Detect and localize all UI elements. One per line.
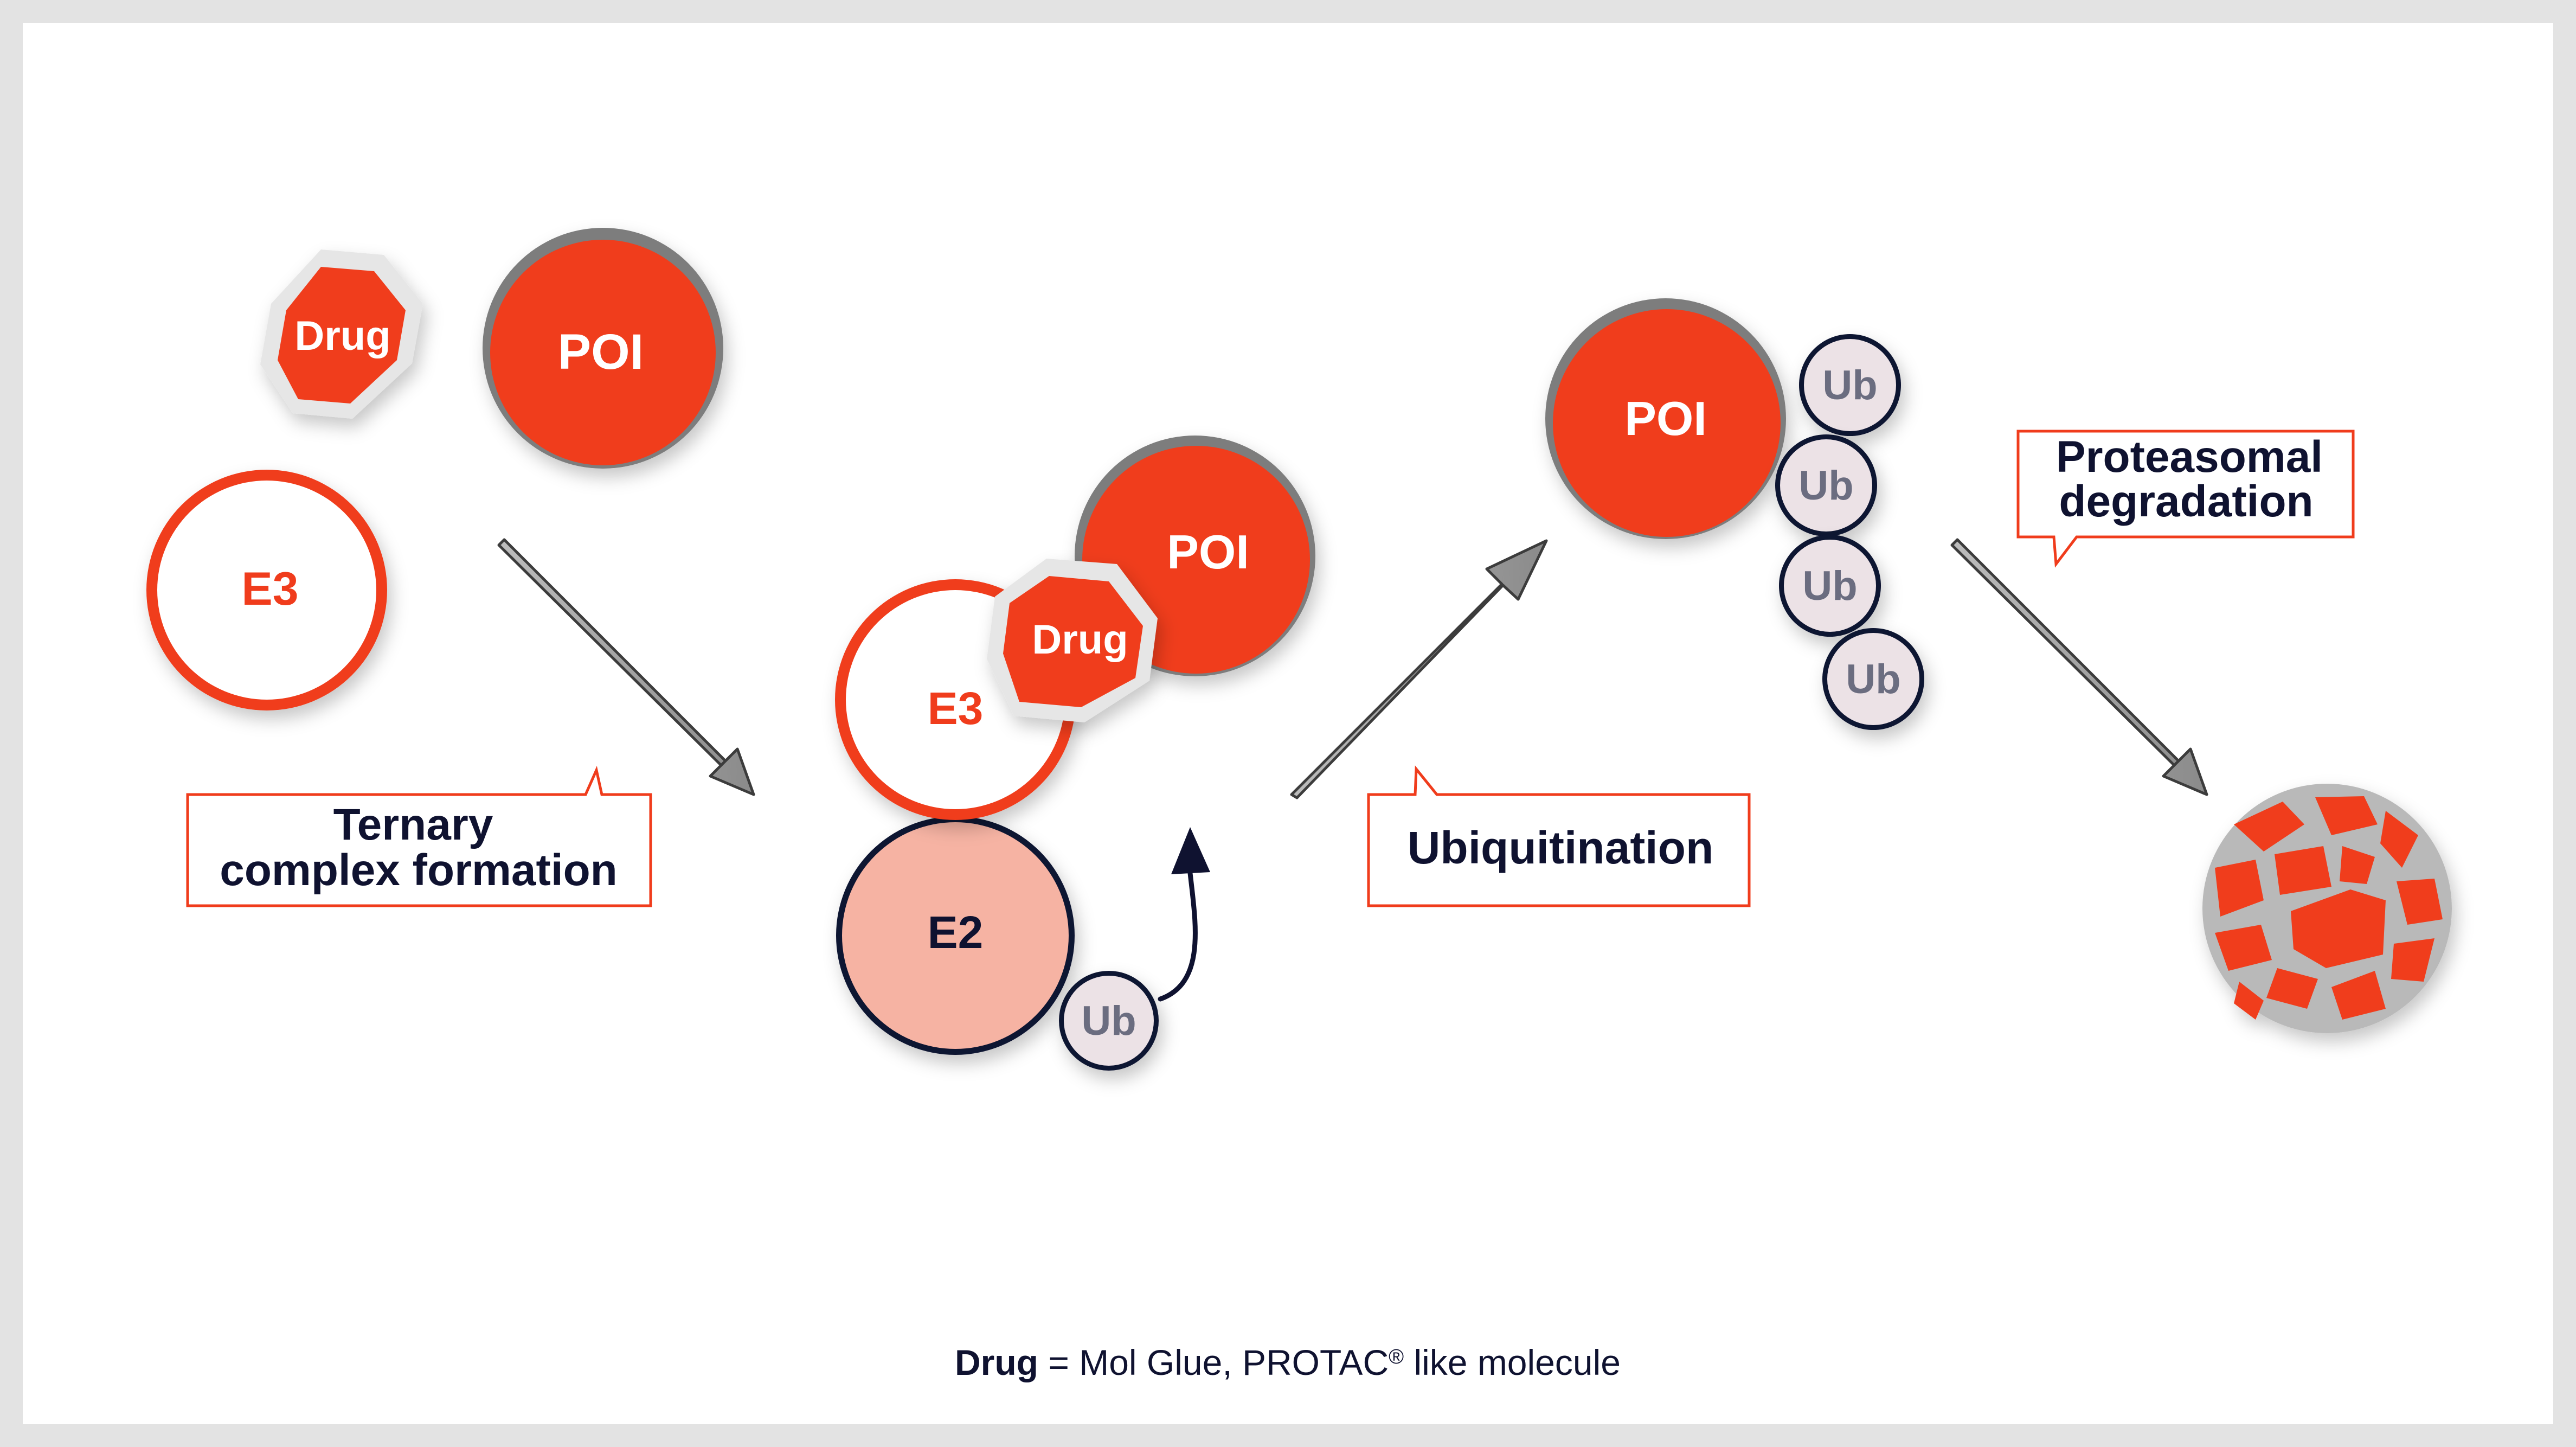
e3-label-complex: E3 (928, 683, 984, 734)
ubiquitination-callout-text: Ubiquitination (1408, 822, 1714, 873)
ub-circle-1 (1799, 334, 1901, 436)
poi-circle (483, 228, 723, 469)
e2-circle (836, 816, 1075, 1055)
poi-label-ubiquitinated: POI (1624, 392, 1707, 445)
poi-circle-ubiquitinated (1545, 298, 1786, 539)
ub-circle-2 (1775, 434, 1877, 536)
ub-label-4: Ub (1846, 656, 1900, 702)
drug-hexagon-complex (987, 559, 1158, 722)
arrow-2 (1290, 539, 1548, 799)
arrow-3 (1950, 538, 2208, 796)
stage-1-group: Drug POI E3 Ternary complex formation (146, 228, 723, 907)
stage-2-group: E2 POI E3 Drug Ub (835, 436, 1315, 1071)
e3-label: E3 (241, 563, 298, 615)
poi-label: POI (558, 324, 644, 380)
proteasomal-callout (2016, 430, 2355, 568)
footer-note: Drug = Mol Glue, PROTAC® like molecule (955, 1342, 1621, 1382)
ternary-callout-line2: complex formation (220, 846, 618, 895)
drug-label: Drug (294, 313, 390, 359)
ub-label-2: Ub (1798, 463, 1853, 509)
ubiquitination-callout (1367, 765, 1751, 907)
arrow-1 (497, 538, 755, 796)
ub-label-3: Ub (1802, 563, 1857, 609)
footer-suffix: like molecule (1404, 1342, 1621, 1382)
ub-label-1: Ub (1822, 362, 1877, 408)
e2-label: E2 (928, 907, 984, 958)
ub-circle-3 (1779, 535, 1881, 637)
ternary-callout-line1: Ternary (333, 800, 493, 849)
drug-label-complex: Drug (1032, 617, 1128, 663)
proteasomal-callout-line2: degradation (2059, 477, 2313, 526)
e3-circle (146, 470, 387, 710)
ub-circle-e2 (1059, 971, 1159, 1071)
ub-circle-4 (1822, 628, 1924, 730)
drug-hexagon (260, 249, 423, 419)
stage-3-group: POI Ub Ub Ub Ub (1545, 298, 1924, 730)
ub-label-e2: Ub (1081, 998, 1136, 1044)
ub-transfer-arrow (1158, 827, 1210, 1002)
footer-registered: ® (1389, 1346, 1404, 1368)
fragmented-sphere-icon (2202, 784, 2452, 1033)
footer-definition: = Mol Glue, PROTAC (1038, 1342, 1389, 1382)
proteasomal-callout-line1: Proteasomal (2056, 432, 2323, 482)
ternary-callout (186, 766, 652, 907)
footer-term: Drug (955, 1342, 1038, 1382)
diagram-card (23, 23, 2553, 1424)
poi-label-complex: POI (1167, 525, 1249, 579)
